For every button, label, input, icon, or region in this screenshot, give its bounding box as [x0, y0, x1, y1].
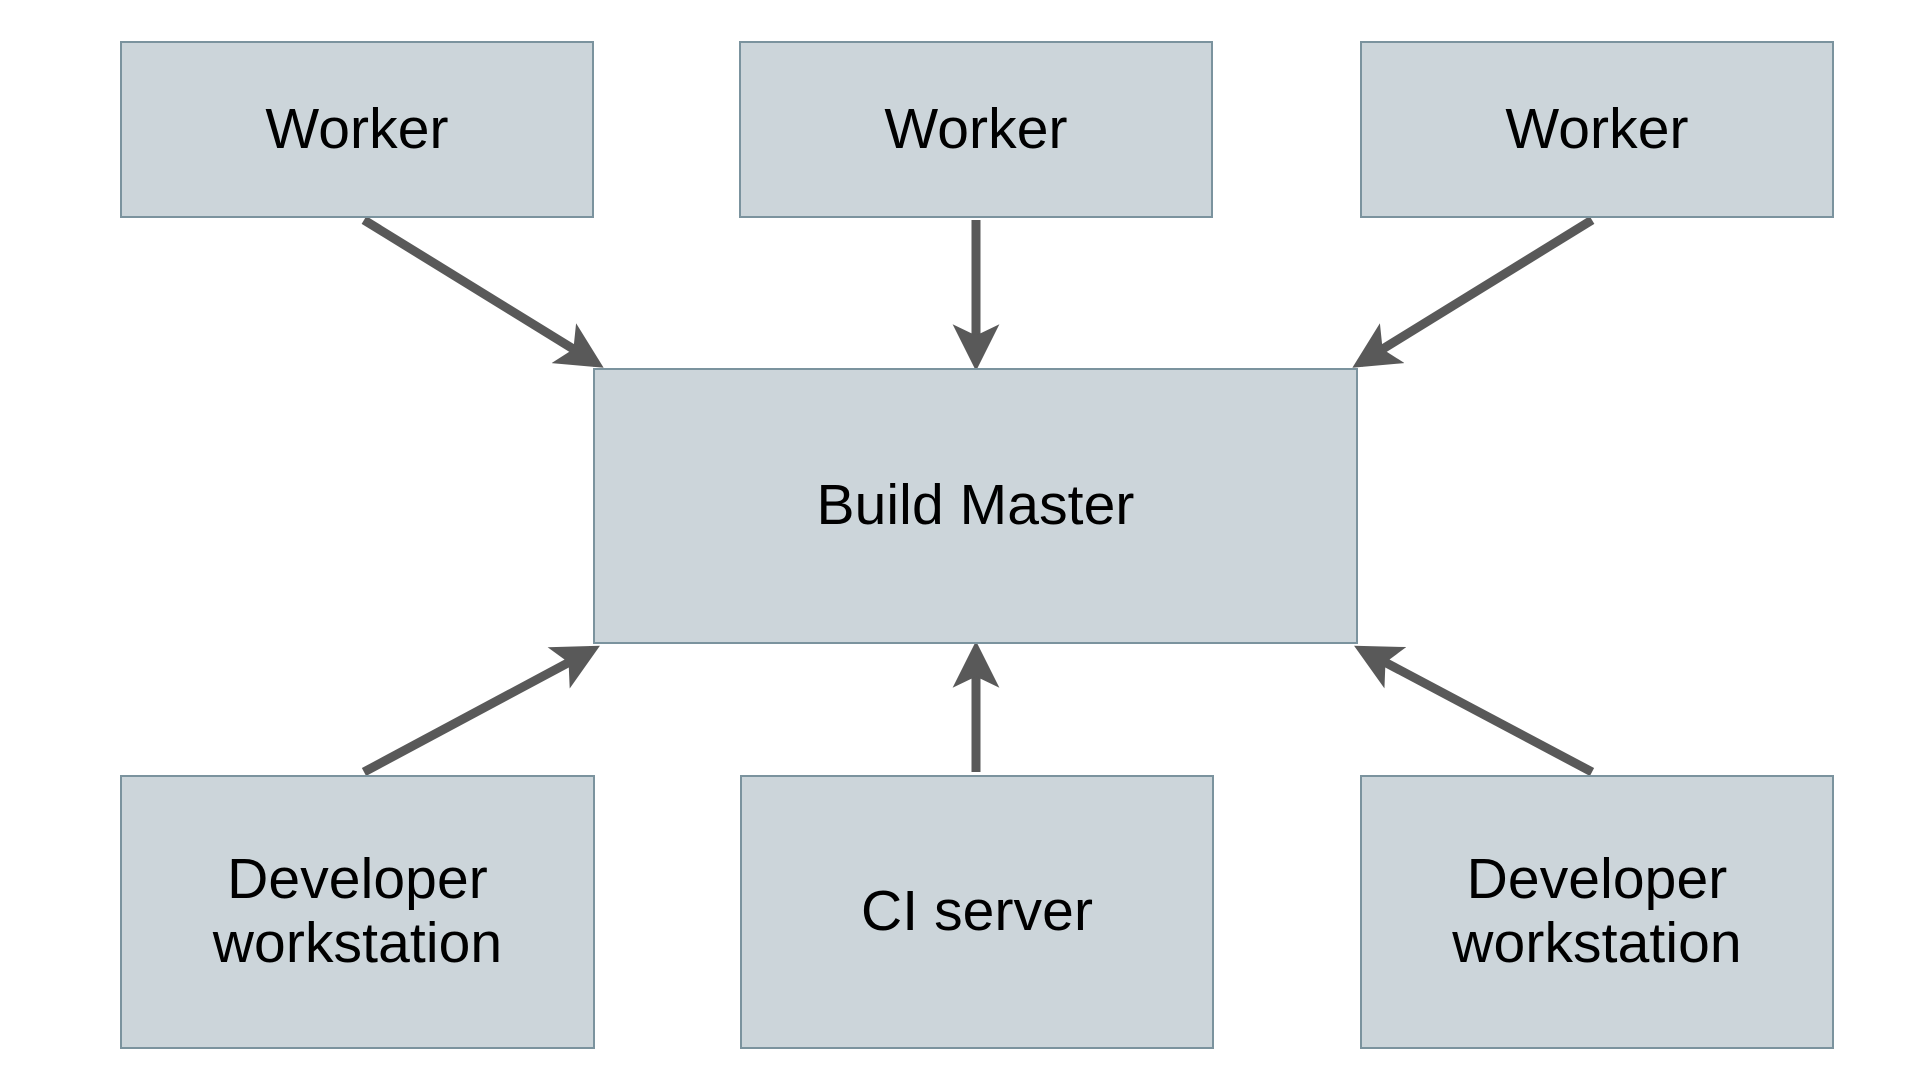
node-worker-1[interactable]: Worker: [120, 41, 594, 218]
node-ci-server[interactable]: CI server: [740, 775, 1214, 1049]
edge-worker-1-to-build-master: [361, 216, 604, 368]
node-worker-3-label: Worker: [1505, 96, 1689, 161]
edge-dev-2-to-build-master: [1354, 645, 1595, 776]
node-developer-workstation-right-label: Developer workstation: [1452, 847, 1742, 975]
node-worker-1-label: Worker: [265, 96, 449, 161]
edge-dev-1-to-build-master: [361, 645, 600, 776]
node-developer-workstation-left[interactable]: Developer workstation: [120, 775, 595, 1049]
node-worker-2-label: Worker: [884, 96, 1068, 161]
node-worker-3[interactable]: Worker: [1360, 41, 1834, 218]
node-ci-server-label: CI server: [860, 879, 1094, 944]
node-developer-workstation-left-label: Developer workstation: [212, 847, 503, 975]
node-developer-workstation-right[interactable]: Developer workstation: [1360, 775, 1834, 1049]
edge-worker-3-to-build-master: [1352, 216, 1595, 368]
node-build-master-label: Build Master: [816, 473, 1135, 538]
node-worker-2[interactable]: Worker: [739, 41, 1213, 218]
node-build-master[interactable]: Build Master: [593, 368, 1358, 644]
